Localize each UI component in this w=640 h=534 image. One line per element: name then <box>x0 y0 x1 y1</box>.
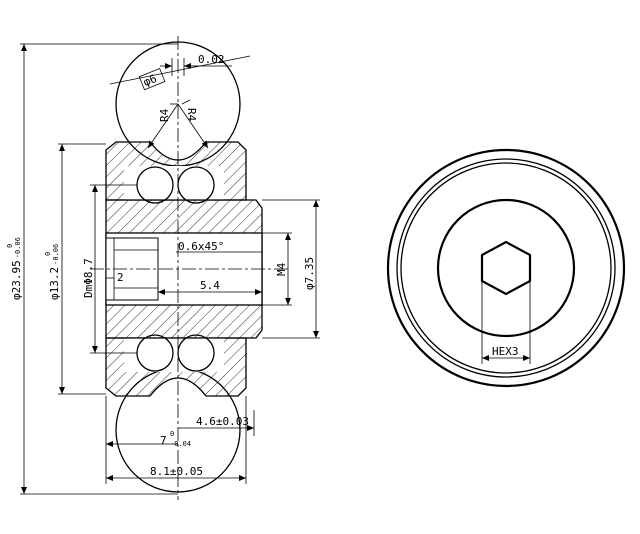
wire-diameter-label: φ6 <box>141 72 158 89</box>
hex-label: HEX3 <box>492 345 519 358</box>
groove-diameter-label: φ13.2-0.06 <box>48 244 61 300</box>
inner-width-tol-lower: -0.04 <box>170 440 191 448</box>
groove-radius-label: R4 <box>158 108 171 122</box>
groove-tol-upper: 0 <box>44 252 52 256</box>
outer-diameter-tol-upper: 0 <box>6 244 14 248</box>
shaft-diameter-label: φ7.35 <box>303 257 316 290</box>
inner-face <box>436 198 576 338</box>
inner-width-label: 7 <box>160 434 167 447</box>
total-width-label: 8.1±0.05 <box>150 465 203 478</box>
groove-radius-label-2: R4 <box>185 108 198 122</box>
offset-label: 0.02 <box>198 53 225 66</box>
thread-label: M4 <box>275 262 288 276</box>
hex-socket <box>480 240 532 296</box>
dim-2-label: 2 <box>117 271 124 284</box>
groove-offset-label: 4.6±0.03 <box>196 415 249 428</box>
pitch-diameter-label: DmΦ8.7 <box>82 258 95 298</box>
end-view: HEX3 <box>386 148 626 388</box>
section-view <box>90 36 290 500</box>
chamfer-label: 0.6x45° <box>178 240 224 253</box>
dimension-annotations: φ23.95-0.06 0 φ13.2-0.06 0 DmΦ8.7 2 0.6x… <box>6 43 320 495</box>
inner-width-tol-upper: 0 <box>170 430 174 438</box>
bore-depth-label: 5.4 <box>200 279 220 292</box>
outer-diameter-label: φ23.95-0.06 <box>10 237 23 300</box>
outer-rim <box>386 148 626 388</box>
